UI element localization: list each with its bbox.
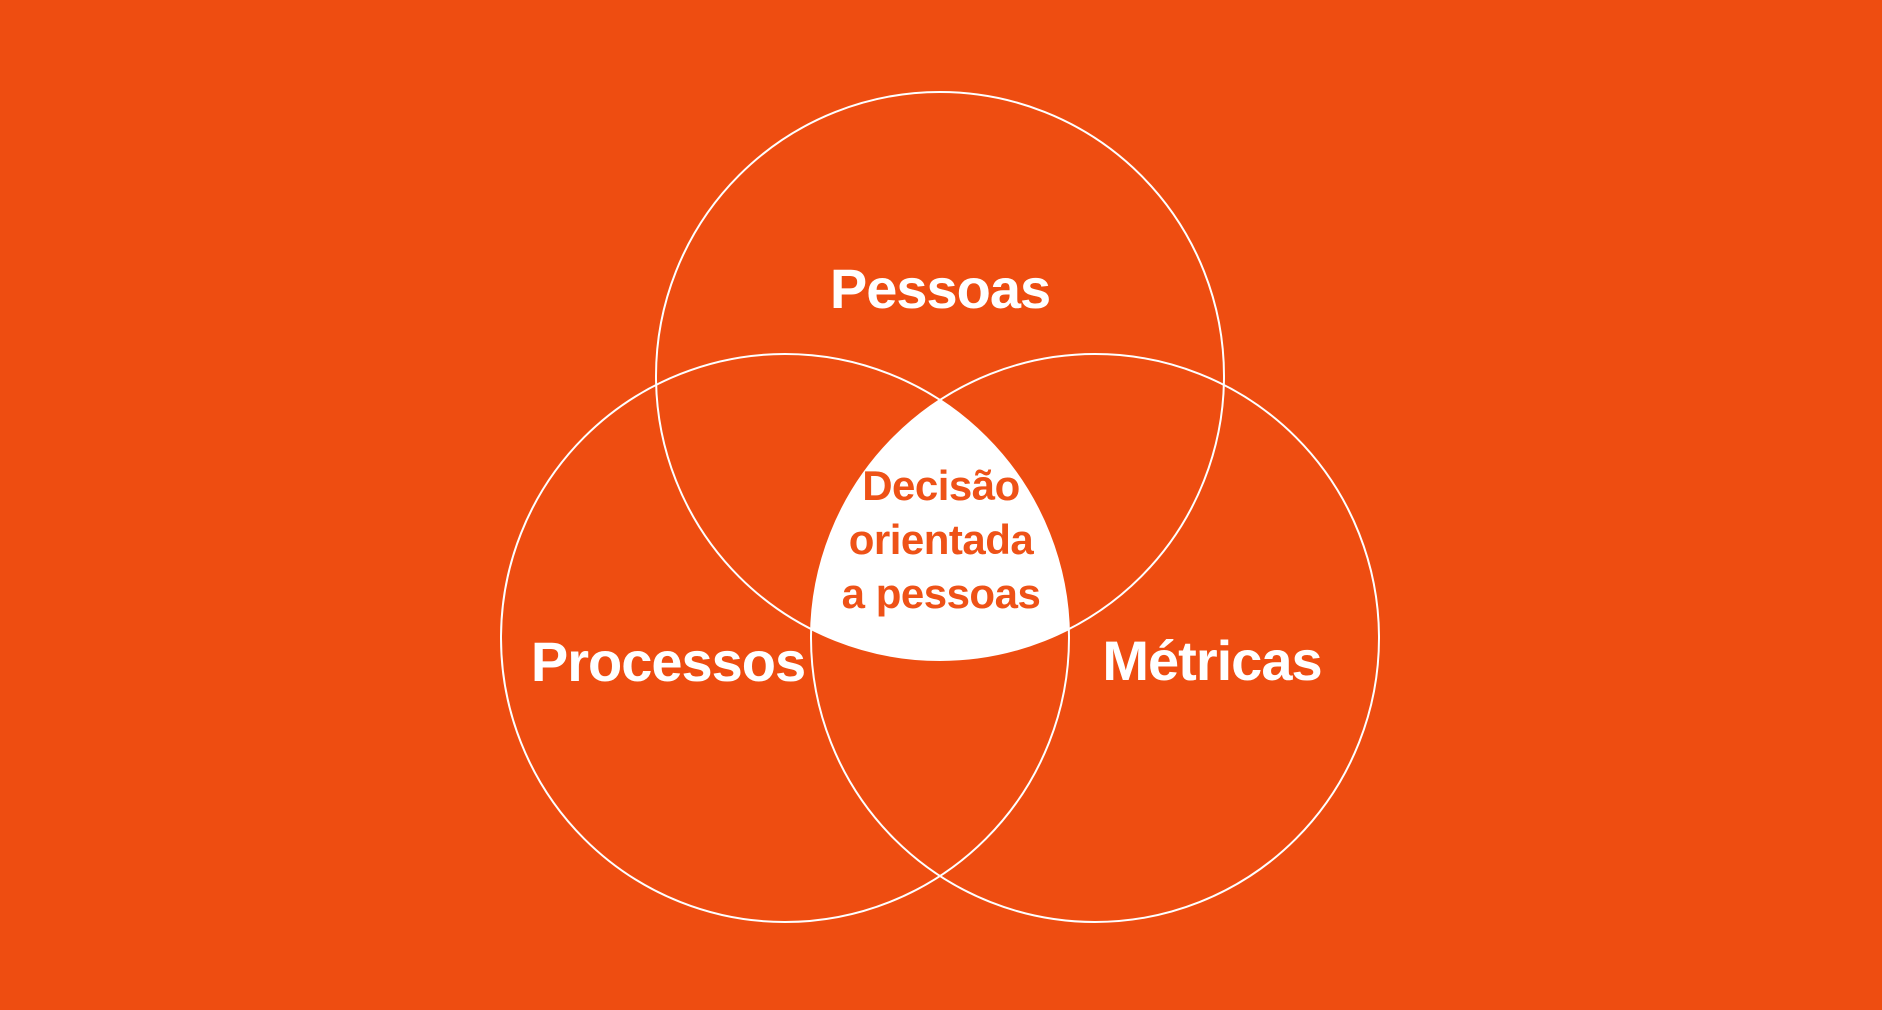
circle-processos — [500, 353, 1070, 923]
center-label-line-2: orientada — [849, 516, 1035, 563]
center-intersection-label: Decisão orientada a pessoas — [842, 462, 1041, 617]
center-intersection-region — [811, 400, 1069, 660]
center-label-line-1: Decisão — [862, 462, 1020, 509]
label-pessoas: Pessoas — [830, 257, 1050, 320]
circle-metricas — [810, 353, 1380, 923]
circle-pessoas — [655, 91, 1225, 661]
center-label-line-3: a pessoas — [842, 570, 1041, 617]
label-metricas: Métricas — [1102, 629, 1321, 692]
label-processos: Processos — [531, 630, 805, 693]
